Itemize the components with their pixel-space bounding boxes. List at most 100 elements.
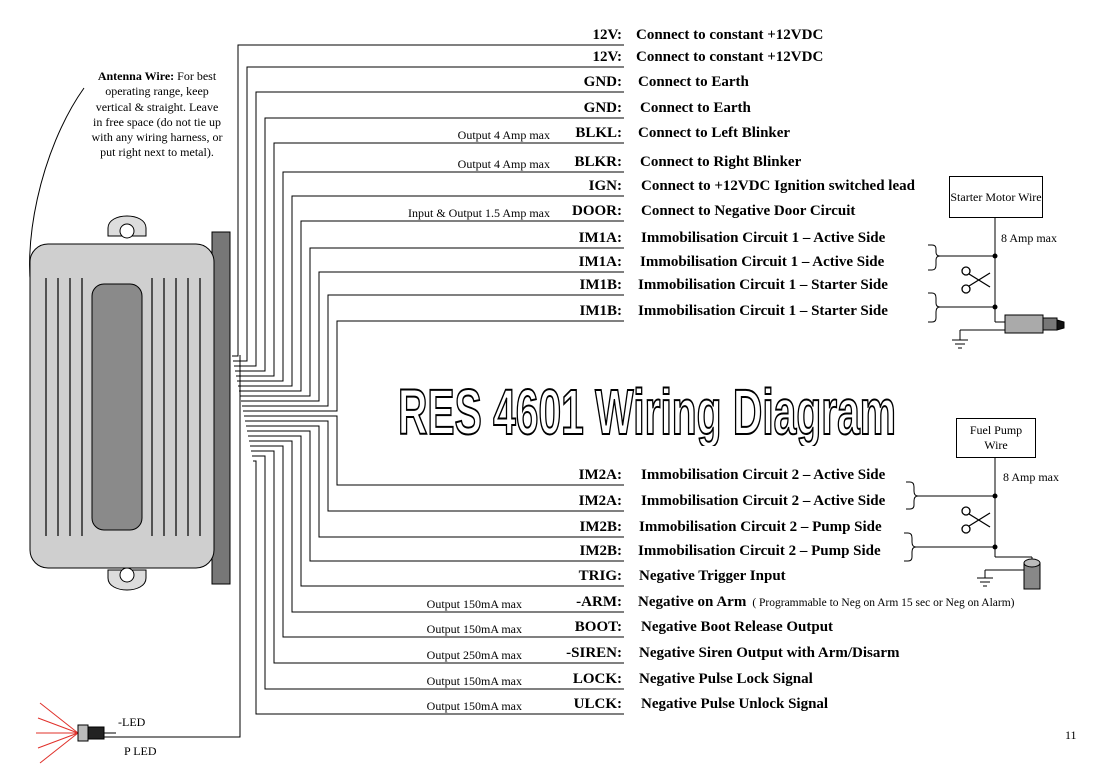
wire-description-text: Connect to Left Blinker xyxy=(638,125,791,141)
wire-spec: Output 250mA max xyxy=(426,648,522,662)
wire-line xyxy=(241,271,624,402)
wire-pin-label: GND: xyxy=(583,100,622,116)
wire-spec: Output 150mA max xyxy=(426,674,522,688)
control-module xyxy=(29,215,231,591)
fuel-pump-icon xyxy=(1023,558,1041,590)
wire-description-text: Immobilisation Circuit 2 – Pump Side xyxy=(639,519,882,535)
wire-description: Connect to Earth xyxy=(640,100,751,117)
wire-pin-label: IM1B: xyxy=(579,277,623,293)
svg-text:RES 4601 Wiring Diagram: RES 4601 Wiring Diagram xyxy=(398,376,896,446)
led-wire xyxy=(104,355,241,738)
wire-pin-label: -ARM: xyxy=(576,594,622,610)
led-icon xyxy=(36,702,116,764)
wire-description-text: Negative Trigger Input xyxy=(639,568,786,584)
wire-description-text: Immobilisation Circuit 2 – Pump Side xyxy=(638,543,881,559)
wire-pin-label: IM2B: xyxy=(579,519,623,535)
wire-description: Connect to constant +12VDC xyxy=(636,49,823,66)
wire-spec: Output 4 Amp max xyxy=(457,128,550,142)
wire-pin-label: BLKL: xyxy=(575,125,622,141)
scissors-icon-2 xyxy=(961,506,991,534)
wire-description-text: Negative on Arm xyxy=(638,594,747,610)
wire-description-text: Negative Pulse Unlock Signal xyxy=(641,696,829,712)
wire-line xyxy=(249,440,624,613)
wire-line xyxy=(252,455,624,690)
wire-description: Connect to Negative Door Circuit xyxy=(641,203,855,220)
starter-motor-icon xyxy=(1004,314,1065,334)
wire-pin-label: 12V: xyxy=(592,27,622,43)
wire-description: Immobilisation Circuit 1 – Starter Side xyxy=(638,303,888,320)
starter-motor-wire-box: Starter Motor Wire xyxy=(949,176,1043,218)
wire-description: Immobilisation Circuit 1 – Active Side xyxy=(640,254,884,271)
wire-line xyxy=(245,420,624,512)
wire-description: Immobilisation Circuit 1 – Active Side xyxy=(641,230,885,247)
wire-description-text: Immobilisation Circuit 2 – Active Side xyxy=(641,467,886,483)
fuel-pump-amp-label: 8 Amp max xyxy=(1003,470,1059,484)
wire-description-text: Immobilisation Circuit 1 – Starter Side xyxy=(638,303,888,319)
wire-description: Connect to +12VDC Ignition switched lead xyxy=(641,178,915,195)
wire-pin-label: TRIG: xyxy=(578,568,622,584)
wire-description-text: Immobilisation Circuit 1 – Starter Side xyxy=(638,277,888,293)
wire-description-text: Negative Pulse Lock Signal xyxy=(639,671,813,687)
wire-line xyxy=(232,44,624,357)
wire-description: Immobilisation Circuit 2 – Pump Side xyxy=(638,543,881,560)
wire-description: Connect to constant +12VDC xyxy=(636,27,823,44)
wire-note: ( Programmable to Neg on Arm 15 sec or N… xyxy=(752,597,1015,609)
wire-pin-label: LOCK: xyxy=(572,671,622,687)
wire-pin-label: IGN: xyxy=(588,178,622,194)
wire-spec: Output 4 Amp max xyxy=(457,157,550,171)
wire-spec: Input & Output 1.5 Amp max xyxy=(408,206,550,220)
wire-description: Connect to Left Blinker xyxy=(638,125,790,142)
wire-description-text: Immobilisation Circuit 2 – Active Side xyxy=(641,493,886,509)
wire-description-text: Negative Boot Release Output xyxy=(641,619,834,635)
page-number: 11 xyxy=(1065,728,1077,742)
starter-circuit xyxy=(928,216,1005,349)
wire-line xyxy=(236,142,624,377)
wire-pin-label: ULCK: xyxy=(573,696,622,712)
wire-description: Immobilisation Circuit 1 – Starter Side xyxy=(638,277,888,294)
wire-description-text: Connect to Negative Door Circuit xyxy=(641,203,856,219)
wire-line xyxy=(234,91,624,367)
wire-description-text: Connect to Earth xyxy=(638,74,749,90)
wire-pin-label: IM2A: xyxy=(578,493,622,509)
wire-pin-label: IM1A: xyxy=(578,254,622,270)
antenna-note-heading: Antenna Wire: xyxy=(97,69,175,83)
wire-description-text: Immobilisation Circuit 1 – Active Side xyxy=(641,230,886,246)
wire-description-text: Immobilisation Circuit 1 – Active Side xyxy=(640,254,885,270)
wire-spec: Output 150mA max xyxy=(426,622,522,636)
wire-line xyxy=(237,171,624,382)
wire-pin-label: IM1B: xyxy=(579,303,623,319)
harness-wires xyxy=(232,44,624,715)
wire-pin-label: IM2B: xyxy=(579,543,623,559)
wire-line xyxy=(251,450,624,664)
wire-line xyxy=(243,320,624,412)
wire-line xyxy=(253,460,624,715)
wire-pin-label: BLKR: xyxy=(574,154,622,170)
starter-motor-wire-label: Starter Motor Wire xyxy=(950,189,1042,204)
wire-pin-label: IM1A: xyxy=(578,230,622,246)
wire-line xyxy=(239,220,624,392)
wire-spec: Output 150mA max xyxy=(426,699,522,713)
wire-description-text: Connect to Earth xyxy=(640,100,751,116)
led-positive-label: P LED xyxy=(124,744,157,758)
wire-line xyxy=(248,435,624,587)
wire-line xyxy=(240,247,624,397)
wire-spec: Output 150mA max xyxy=(426,597,522,611)
wire-description-text: Connect to Right Blinker xyxy=(640,154,802,170)
fuel-pump-wire-box: Fuel Pump Wire xyxy=(956,418,1036,458)
wire-description: Connect to Earth xyxy=(638,74,749,91)
wire-line xyxy=(238,195,624,387)
wire-description: Negative Siren Output with Arm/Disarm xyxy=(639,645,900,662)
wire-line xyxy=(247,430,624,562)
antenna-note: Antenna Wire: For best operating range, … xyxy=(91,69,223,161)
wire-pin-label: 12V: xyxy=(592,49,622,65)
wire-description-text: Connect to constant +12VDC xyxy=(636,27,824,43)
wire-description: Immobilisation Circuit 2 – Active Side xyxy=(641,493,885,510)
fuel-pump-wire-label: Fuel Pump Wire xyxy=(969,423,1023,452)
wire-line xyxy=(244,415,624,486)
led-negative-label: -LED xyxy=(118,715,146,729)
wire-pin-label: IM2A: xyxy=(578,467,622,483)
wire-description-text: Connect to +12VDC Ignition switched lead xyxy=(641,178,915,194)
wire-pin-label: DOOR: xyxy=(572,203,622,219)
wire-description: Negative Trigger Input xyxy=(639,568,786,585)
